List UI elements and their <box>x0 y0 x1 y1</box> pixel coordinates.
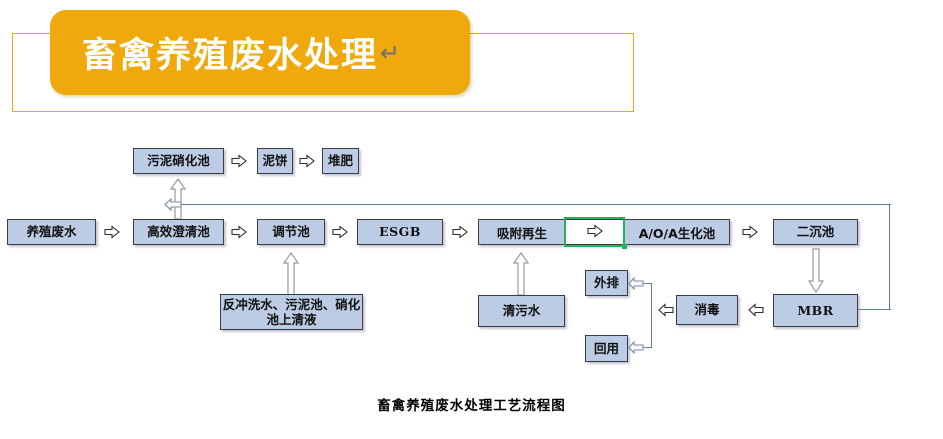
node-disinfection[interactable]: 消毒 <box>676 295 738 325</box>
chevron-right-icon <box>452 225 468 239</box>
chevron-right-icon <box>231 154 247 168</box>
node-mud-cake[interactable]: 泥饼 <box>257 148 293 174</box>
node-reuse[interactable]: 回用 <box>585 335 628 362</box>
recycle-line-horizontal <box>180 204 891 206</box>
node-label: 消毒 <box>694 302 720 318</box>
node-label: ESGB <box>379 224 421 240</box>
page-title: 畜禽养殖废水处理 <box>82 36 379 76</box>
node-compost[interactable]: 堆肥 <box>322 148 359 174</box>
node-discharge[interactable]: 外排 <box>585 270 628 296</box>
node-backwash-sludge-supernatant[interactable]: 反冲洗水、污泥池、硝化 池上清液 <box>220 294 363 330</box>
block-arrow-up-icon <box>283 252 299 296</box>
node-label: 吸附再生 <box>496 225 547 241</box>
node-label: A/O/A生化池 <box>638 225 716 241</box>
chevron-right-icon <box>742 225 758 239</box>
selected-connector-arrow[interactable] <box>565 220 625 244</box>
node-secondary-settling-tank[interactable]: 二沉池 <box>773 219 858 245</box>
node-label: 养殖废水 <box>26 224 77 240</box>
branch-line-vertical <box>651 283 653 348</box>
chevron-right-icon <box>299 154 315 168</box>
node-label: 二沉池 <box>796 224 835 240</box>
node-label: 污泥硝化池 <box>147 153 210 169</box>
node-label: 调节池 <box>272 224 310 240</box>
figure-caption: 畜禽养殖废水处理工艺流程图 <box>377 398 566 414</box>
branch-line-to-reuse <box>641 347 652 349</box>
node-clean-sewage[interactable]: 清污水 <box>478 295 565 327</box>
node-label-line1: 反冲洗水、污泥池、硝化 <box>222 296 361 312</box>
branch-line-to-discharge <box>641 283 652 285</box>
node-breeding-wastewater[interactable]: 养殖废水 <box>7 219 96 245</box>
chevron-right-icon <box>231 225 247 239</box>
node-esgb[interactable]: ESGB <box>357 219 443 245</box>
node-label: 清污水 <box>502 303 541 319</box>
paragraph-mark: ↵ <box>380 38 401 67</box>
node-mbr[interactable]: MBR <box>773 294 858 327</box>
block-arrow-left-icon <box>748 303 764 317</box>
block-arrow-left-icon <box>628 341 644 354</box>
title-banner[interactable]: 畜禽养殖废水处理 ↵ <box>50 10 470 95</box>
node-label: MBR <box>797 302 834 318</box>
chevron-right-icon <box>332 225 348 239</box>
chevron-right-icon <box>104 225 120 239</box>
node-label: 高效澄清池 <box>147 224 210 240</box>
node-label: 泥饼 <box>262 153 288 169</box>
node-label-line2: 池上清液 <box>266 312 317 327</box>
node-label: 堆肥 <box>327 153 353 169</box>
node-aoa-biochemical-tank[interactable]: A/O/A生化池 <box>625 220 729 244</box>
block-arrow-up-icon <box>170 178 186 220</box>
block-arrow-up-icon <box>513 252 529 296</box>
node-group-adsorption-aoa[interactable]: 吸附再生 A/O/A生化池 <box>478 219 730 245</box>
node-high-efficiency-clarifier[interactable]: 高效澄清池 <box>133 219 224 245</box>
block-arrow-left-icon <box>628 277 644 290</box>
selection-handle-bottom-right[interactable] <box>622 244 627 249</box>
node-sludge-nitrification-tank[interactable]: 污泥硝化池 <box>133 148 224 174</box>
block-arrow-down-icon <box>808 248 824 293</box>
selection-rectangle[interactable] <box>564 217 625 247</box>
node-adsorption-regeneration[interactable]: 吸附再生 <box>479 220 565 244</box>
chevron-right-icon <box>587 223 603 242</box>
node-label: 回用 <box>593 340 619 356</box>
node-label: 外排 <box>593 275 619 291</box>
recycle-line-to-mbr <box>858 309 891 311</box>
block-arrow-left-icon <box>658 303 674 317</box>
recycle-line-vertical <box>889 204 891 310</box>
node-regulating-tank[interactable]: 调节池 <box>257 219 325 245</box>
block-arrow-left-icon <box>164 198 182 211</box>
